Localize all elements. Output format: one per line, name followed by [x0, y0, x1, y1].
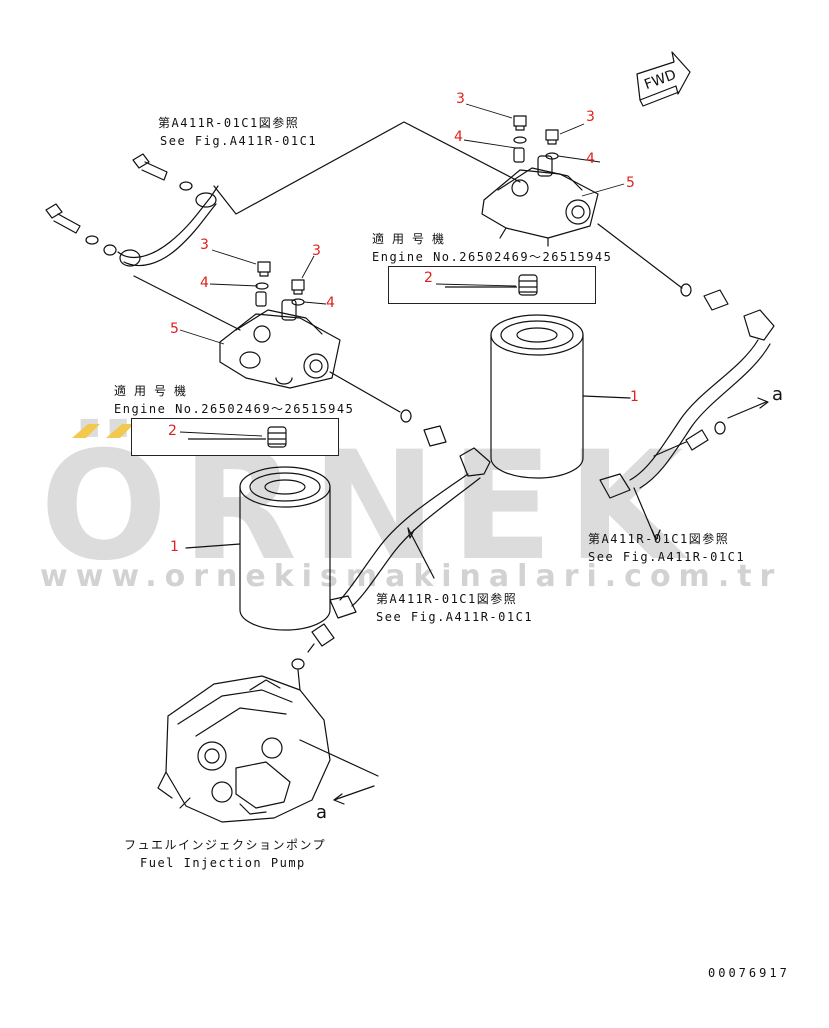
ref-top-left-jp: 第A411R-01C1図参照 — [158, 116, 300, 130]
filter-element-lower — [185, 466, 331, 631]
callout-3-upper-b: 3 — [586, 109, 595, 125]
applicability-lower-box — [131, 418, 339, 456]
leader-upper-hose-to-head — [133, 275, 241, 331]
upper-bolt-2 — [45, 203, 117, 256]
callout-5-upper: 5 — [626, 175, 635, 191]
callout-3-upper-a: 3 — [456, 91, 465, 107]
applicability-upper-en: Engine No.26502469～26515945 — [372, 250, 613, 264]
plug-3-lower-b — [291, 279, 305, 295]
drawing-number: 00076917 — [708, 966, 790, 980]
watermark-brand: ÖRNEK — [40, 420, 698, 594]
arrow-a-right — [727, 401, 767, 419]
oring-lower-mid — [400, 409, 412, 423]
leader-lower-head-out — [329, 371, 401, 413]
fwd-arrow-icon — [636, 51, 691, 107]
watermark-accent-marks — [72, 424, 134, 438]
pump-inlet-fitting — [291, 623, 335, 670]
applicability-lower-en: Engine No.26502469～26515945 — [114, 402, 355, 416]
connection-letter-right: a — [772, 384, 785, 405]
callout-1-upper: 1 — [630, 389, 639, 405]
filter-head-upper — [481, 147, 599, 247]
arrow-a-pump — [333, 785, 375, 801]
watermark-url: www.ornekismakinalari.com.tr — [40, 559, 783, 594]
callout-4-upper-a: 4 — [454, 129, 463, 145]
plug-3-upper-b — [545, 129, 559, 145]
oring-upper-right — [680, 283, 692, 297]
filter-head-lower — [219, 291, 341, 389]
ref-right-jp: 第A411R-01C1図参照 — [588, 532, 730, 546]
callout-4-upper-b: 4 — [586, 151, 595, 167]
upper-hose — [117, 185, 219, 267]
right-connector — [703, 289, 775, 341]
callout-4-lower-a: 4 — [200, 275, 209, 291]
leader-top-ref — [213, 121, 521, 215]
leader-pump-a — [299, 739, 379, 777]
callout-1-lower: 1 — [170, 539, 179, 555]
callout-3-lower-b: 3 — [312, 243, 321, 259]
leader-middle-ref — [407, 527, 435, 579]
middle-hose — [329, 473, 481, 619]
pump-label-en: Fuel Injection Pump — [140, 856, 306, 870]
connection-letter-pump: a — [316, 802, 329, 823]
callout-5-lower: 5 — [170, 321, 179, 337]
callout-2-lower: 2 — [168, 423, 177, 439]
applicability-upper-jp: 適用号機 — [372, 232, 453, 246]
oring-4-upper-a — [513, 136, 527, 144]
pump-label-jp: フュエルインジェクションポンプ — [124, 838, 327, 852]
fuel-injection-pump — [157, 669, 331, 823]
applicability-lower-jp: 適用号機 — [114, 384, 195, 398]
upper-bolt-1 — [132, 153, 193, 191]
ref-middle-jp: 第A411R-01C1図参照 — [376, 592, 518, 606]
callout-2-upper: 2 — [424, 270, 433, 286]
right-hose — [599, 339, 771, 499]
right-fitting-a — [653, 421, 726, 457]
ref-top-left-en: See Fig.A411R-01C1 — [160, 134, 318, 148]
plug-3-upper-a — [513, 115, 527, 131]
callout-4-lower-b: 4 — [326, 295, 335, 311]
middle-connector — [423, 425, 491, 477]
callout-3-lower-a: 3 — [200, 237, 209, 253]
ref-middle-en: See Fig.A411R-01C1 — [376, 610, 534, 624]
leader-upper-head-out — [597, 223, 683, 289]
filter-element-upper — [490, 314, 631, 479]
plug-3-lower-a — [257, 261, 271, 277]
ref-right-en: See Fig.A411R-01C1 — [588, 550, 746, 564]
